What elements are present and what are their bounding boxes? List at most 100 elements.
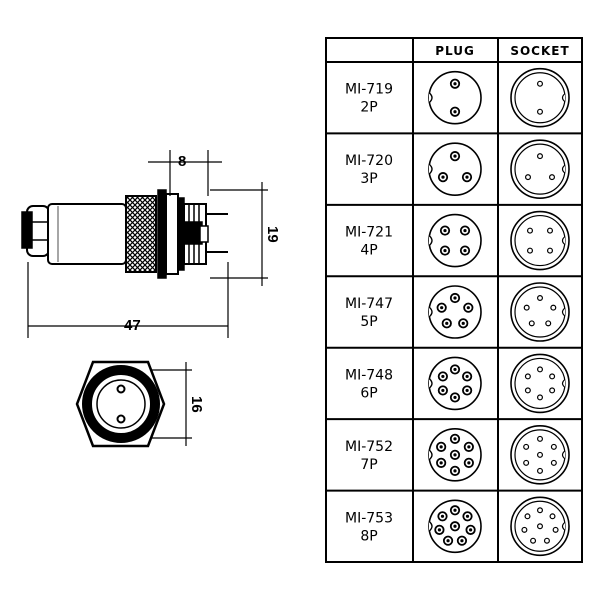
socket-hole	[550, 443, 557, 450]
row-pins: 8P	[360, 528, 377, 544]
dim-height: 19	[264, 226, 281, 243]
socket-hole	[536, 366, 543, 373]
socket-hole	[536, 394, 543, 401]
dim-diameter: 16	[188, 396, 205, 413]
plug-key	[428, 377, 433, 389]
socket-hole	[526, 227, 533, 234]
socket-hole	[549, 513, 556, 520]
socket-hole	[526, 247, 533, 254]
row-model: MI-721	[345, 225, 393, 241]
socket-hole	[523, 459, 530, 466]
socket-hole	[536, 435, 543, 442]
plug-key	[428, 306, 433, 318]
plug-pin-core	[445, 321, 449, 325]
row-model: MI-720	[345, 153, 393, 169]
plug-face	[428, 213, 482, 268]
socket-hole	[536, 467, 543, 474]
socket-hole	[543, 537, 550, 544]
socket-key	[561, 93, 566, 103]
plug-pin-core	[463, 248, 467, 253]
socket-hole	[528, 320, 535, 327]
plug-pin-core	[453, 296, 457, 300]
socket-hole	[536, 507, 543, 514]
socket-face	[514, 143, 566, 195]
socket-hole	[536, 80, 543, 87]
socket-key	[561, 378, 566, 388]
plug-pin-core	[465, 175, 469, 179]
socket-hole	[546, 247, 553, 254]
plug-pin-core	[453, 437, 457, 441]
socket-hole	[536, 108, 543, 115]
plug-pin-core	[468, 528, 473, 532]
socket-key	[561, 521, 566, 531]
socket-hole	[546, 227, 553, 234]
socket-hole	[536, 295, 543, 302]
plug-key	[428, 92, 433, 104]
row-pins: 4P	[360, 243, 377, 259]
plug-pin-core	[453, 154, 457, 158]
plug-pin-core	[441, 388, 445, 393]
row-pins: 6P	[360, 385, 377, 401]
socket-face	[514, 214, 566, 267]
socket-hole	[536, 451, 543, 458]
socket-hole	[550, 304, 557, 311]
socket-hole	[521, 526, 528, 533]
plug-pin-core	[461, 321, 465, 325]
socket-hole	[552, 526, 559, 533]
plug-pin-core	[465, 374, 469, 379]
table-rows: MI-7192PMI-7203PMI-7214PMI-7475PMI-7486P…	[326, 67, 582, 557]
plug-pin-core	[441, 374, 445, 379]
plug-pin-core	[443, 228, 447, 233]
plug-pin-core	[460, 539, 464, 543]
socket-key	[561, 236, 566, 246]
connector-side-view	[21, 189, 228, 279]
plug-pin-core	[466, 306, 470, 310]
plug-key	[428, 520, 433, 532]
socket-hole	[536, 523, 543, 530]
socket-hole	[549, 373, 556, 380]
socket-hole	[545, 320, 552, 327]
plug-pin-core	[443, 248, 447, 253]
row-pins: 3P	[360, 171, 377, 187]
socket-key	[561, 164, 566, 174]
dimension-lines	[27, 150, 268, 338]
socket-hole	[523, 304, 530, 311]
socket-key	[561, 307, 566, 317]
socket-hole	[524, 174, 531, 181]
dim-pin-length: 8	[178, 153, 186, 170]
connector-front-view	[75, 360, 192, 448]
plug-pin-core	[465, 388, 469, 393]
plug-pin-core	[439, 445, 443, 449]
row-model: MI-753	[345, 510, 393, 526]
plug-pin-core	[463, 228, 467, 233]
plug-pin-core	[437, 528, 442, 532]
plug-key	[428, 235, 433, 247]
plug-pin-core	[453, 524, 457, 528]
socket-hole	[524, 387, 531, 394]
socket-key	[561, 450, 566, 460]
plug-pin-core	[453, 395, 457, 400]
socket-face	[514, 286, 566, 338]
socket-face	[514, 357, 566, 410]
socket-hole	[549, 387, 556, 394]
plug-pin-core	[453, 367, 457, 372]
plug-pin-core	[453, 469, 457, 473]
plug-pin-core	[440, 306, 444, 310]
socket-hole	[530, 537, 537, 544]
plug-key	[428, 449, 433, 461]
plug-pin-core	[453, 82, 457, 86]
plug-pin-core	[453, 110, 457, 114]
plug-face	[428, 142, 482, 196]
plug-pin-core	[467, 461, 471, 465]
row-model: MI-748	[345, 367, 393, 383]
plug-pin-core	[453, 453, 457, 457]
socket-hole	[524, 373, 531, 380]
row-model: MI-752	[345, 439, 393, 455]
socket-face	[514, 72, 566, 124]
socket-hole	[548, 174, 555, 181]
plug-pin-core	[440, 514, 445, 518]
row-pins: 5P	[360, 314, 377, 330]
dim-total-length: 47	[124, 317, 141, 334]
header-socket: SOCKET	[510, 44, 569, 58]
